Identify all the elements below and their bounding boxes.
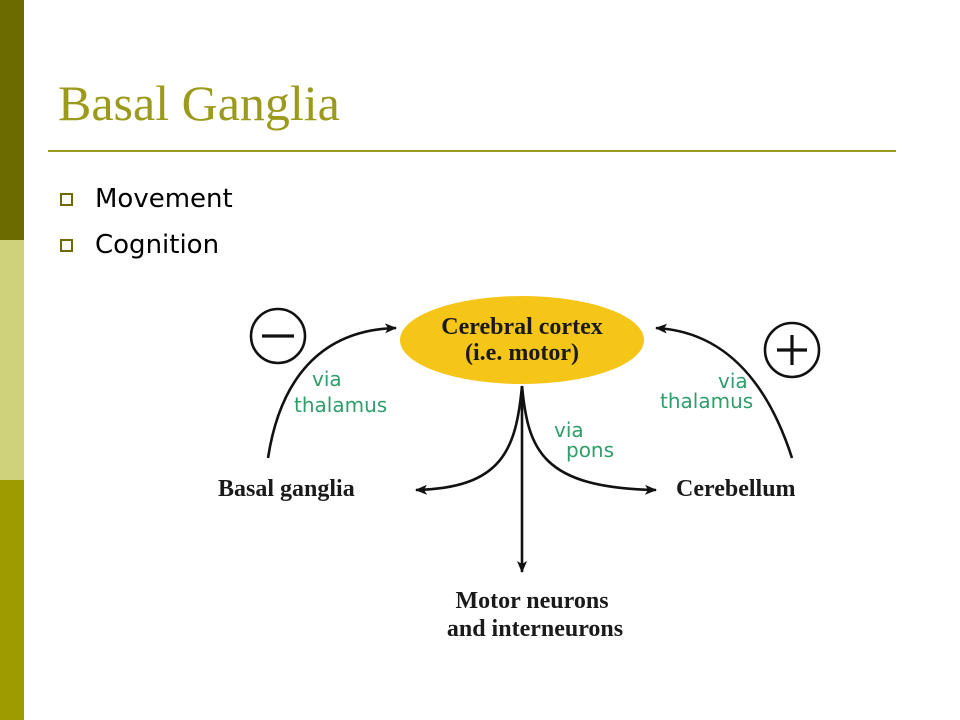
slide-title: Basal Ganglia [58,75,340,131]
bullet-item-cognition: Cognition [60,222,233,268]
bullet-list: Movement Cognition [60,176,233,268]
sidebar-stripe-bottom [0,480,24,720]
cerebral-cortex-node [400,296,644,384]
left-pathway-label-thalamus: thalamus [294,393,387,417]
bullet-text: Cognition [95,230,220,260]
right-pathway-arrow [655,323,794,459]
right-pathway-label-via: via [718,369,748,393]
left-pathway-arrow [266,323,397,459]
motor-neurons-sublabel: and interneurons [447,616,623,642]
sidebar-stripe-top [0,0,24,240]
sidebar-stripe-middle [0,240,24,480]
title-divider [48,150,896,152]
bullet-item-movement: Movement [60,176,233,222]
motor-pathway-diagram: Cerebral cortex (i.e. motor) Basal gangl… [218,296,821,642]
square-bullet-icon [60,238,73,252]
left-pathway-label-via: via [312,367,342,391]
center-pathway-label-pons: pons [566,438,614,462]
cortex-to-basal-ganglia-arrow [415,385,524,495]
right-pathway-label-thalamus: thalamus [660,389,753,413]
cerebral-cortex-sublabel: (i.e. motor) [465,340,579,366]
cerebellum-label: Cerebellum [676,476,796,502]
center-pathway-label-via: via [554,418,584,442]
cortex-to-cerebellum-arrow [520,385,657,495]
cerebral-cortex-label: Cerebral cortex [441,314,602,340]
bullet-text: Movement [95,184,233,214]
basal-ganglia-label: Basal ganglia [218,476,355,502]
square-bullet-icon [60,192,73,206]
motor-neurons-label: Motor neurons [455,588,608,614]
